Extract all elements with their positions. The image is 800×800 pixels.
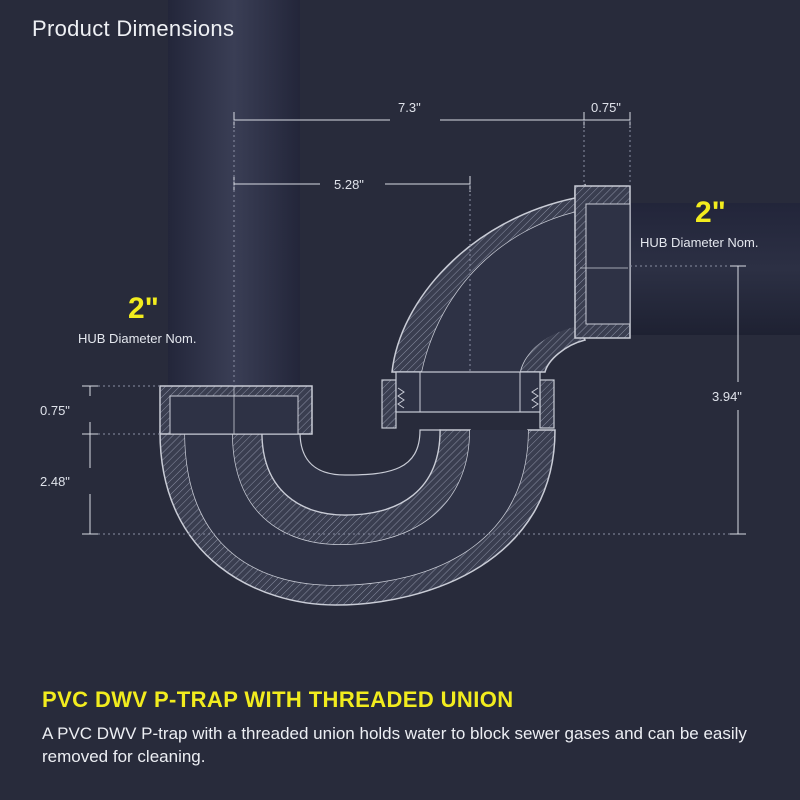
outlet-hub-size: 2" bbox=[695, 196, 726, 229]
product-description: A PVC DWV P-trap with a threaded union h… bbox=[42, 724, 747, 766]
outlet-height-label: 3.94" bbox=[712, 389, 742, 404]
product-title: PVC DWV P-TRAP WITH THREADED UNION bbox=[42, 687, 514, 712]
p-trap-body bbox=[159, 183, 631, 606]
inlet-hub-label: HUB Diameter Nom. bbox=[78, 331, 197, 346]
page-heading: Product Dimensions bbox=[32, 16, 235, 41]
center-width-label: 5.28" bbox=[334, 177, 364, 192]
overall-width-label: 7.3" bbox=[398, 100, 421, 115]
inlet-hub-depth-label: 0.75" bbox=[40, 403, 70, 418]
dimension-lines bbox=[82, 112, 746, 535]
outlet-hub-depth-label: 0.75" bbox=[591, 100, 621, 115]
inlet-hub-size: 2" bbox=[128, 292, 159, 325]
outlet-hub-label: HUB Diameter Nom. bbox=[640, 235, 759, 250]
horizontal-outlet-pipe bbox=[630, 203, 800, 335]
inlet-to-bottom-label: 2.48" bbox=[40, 474, 70, 489]
